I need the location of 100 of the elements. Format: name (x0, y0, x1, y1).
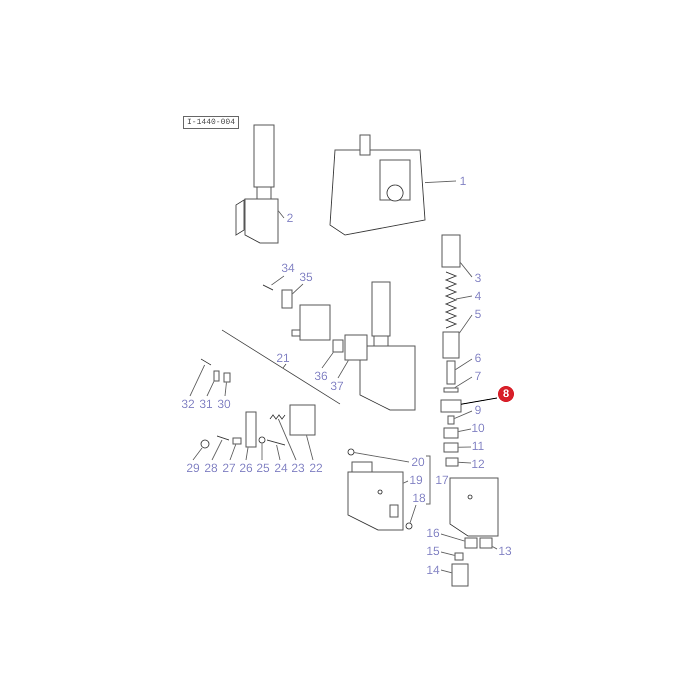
callout-number: 8 (498, 386, 514, 402)
valve-assembly-drawing (236, 124, 278, 244)
leader-line (454, 376, 472, 388)
nut-drawing (444, 442, 458, 452)
ring-drawing (446, 458, 458, 466)
leader-line (246, 446, 249, 460)
callout-number: 35 (299, 270, 313, 284)
bolt-drawing (262, 284, 274, 290)
washer-drawing (214, 370, 220, 382)
callout-number: 28 (204, 461, 218, 475)
callout-number: 4 (474, 289, 482, 303)
leader-line (306, 434, 314, 460)
spring-drawing (270, 414, 286, 420)
callout-number: 29 (186, 461, 200, 475)
callout-number: 13 (498, 544, 512, 558)
leader-line (278, 210, 284, 218)
pin-drawing (448, 416, 454, 424)
callout-number: 18 (412, 491, 426, 505)
bushing-drawing (232, 438, 242, 444)
callout-number: 14 (426, 563, 440, 577)
leader-line (492, 546, 498, 550)
spool-drawing (446, 360, 456, 384)
callout-number: 32 (181, 397, 195, 411)
plate-drawing (282, 290, 292, 308)
callout-number: 24 (274, 461, 288, 475)
cover-drawing (344, 334, 368, 360)
leader-line (458, 446, 472, 448)
leader-line (224, 382, 227, 396)
plug-drawing (480, 538, 492, 548)
leader-line (410, 504, 416, 524)
leader-line (190, 364, 206, 396)
bolt-drawing (200, 358, 212, 366)
nut-drawing (200, 440, 210, 448)
lever-drawing (246, 412, 256, 448)
callout-number: 11 (472, 439, 484, 453)
leader-line (276, 444, 280, 460)
callout-number: 1 (460, 174, 466, 188)
cap-drawing (452, 564, 468, 586)
washer-drawing (258, 436, 266, 444)
callout-number: 5 (474, 307, 482, 321)
leader-line (458, 462, 472, 464)
leader-line (460, 398, 498, 405)
reference-code: I-1440-004 (183, 116, 240, 129)
pin-drawing (266, 440, 286, 446)
leader-line (292, 284, 304, 295)
callout-number: 27 (222, 461, 236, 475)
leader-line (458, 314, 472, 334)
spring-drawing (454, 552, 464, 560)
leader-line (192, 448, 202, 460)
cap-drawing (442, 234, 460, 268)
cover-drawing (290, 404, 316, 436)
leader-line (278, 418, 296, 460)
callout-number: 17 (435, 473, 449, 487)
screw-drawing (406, 522, 412, 530)
callout-number: 19 (409, 473, 423, 487)
callout-number: 3 (474, 271, 482, 285)
callout-number: 10 (471, 421, 485, 435)
bolt-drawing (216, 436, 230, 440)
leader-line (454, 410, 472, 420)
plug-drawing (464, 538, 478, 548)
callout-number: 21 (276, 351, 290, 365)
leader-line (454, 358, 472, 370)
callout-number: 6 (474, 351, 482, 365)
callout-number: 34 (281, 261, 295, 275)
leader-line (424, 180, 456, 184)
leader-line (402, 480, 408, 484)
callout-number: 2 (286, 211, 294, 225)
callout-number: 36 (314, 369, 328, 383)
callout-number: 26 (239, 461, 253, 475)
washer-drawing (444, 388, 458, 392)
leader-line (212, 440, 222, 460)
callout-number: 31 (199, 397, 213, 411)
leader-line (456, 296, 472, 300)
callout-number: 22 (309, 461, 323, 475)
callout-number: 20 (411, 455, 425, 469)
callout-number: 16 (426, 526, 440, 540)
callout-number: 9 (474, 403, 482, 417)
nut-drawing (224, 372, 230, 382)
sleeve-drawing (442, 332, 460, 358)
valve-body-drawing (348, 462, 404, 530)
leader-line (206, 380, 215, 396)
leader-line (440, 570, 452, 574)
o-ring-drawing (348, 448, 354, 456)
callout-number: 12 (471, 457, 485, 471)
leader-line (354, 452, 410, 462)
leader-line (460, 262, 472, 278)
control-valve-assembly-drawing (329, 134, 426, 236)
callout-number: 7 (474, 369, 482, 383)
leader-line (230, 444, 236, 460)
leader-line (338, 360, 350, 378)
leader-line (440, 534, 466, 542)
seal-drawing (440, 400, 462, 412)
leader-line (440, 552, 456, 556)
nut-drawing (444, 428, 458, 438)
leader-line (458, 428, 472, 432)
callout-number: 23 (291, 461, 305, 475)
spring-drawing (332, 340, 344, 352)
leader-line (322, 352, 334, 368)
callout-number: 30 (217, 397, 231, 411)
callout-number: 25 (256, 461, 270, 475)
